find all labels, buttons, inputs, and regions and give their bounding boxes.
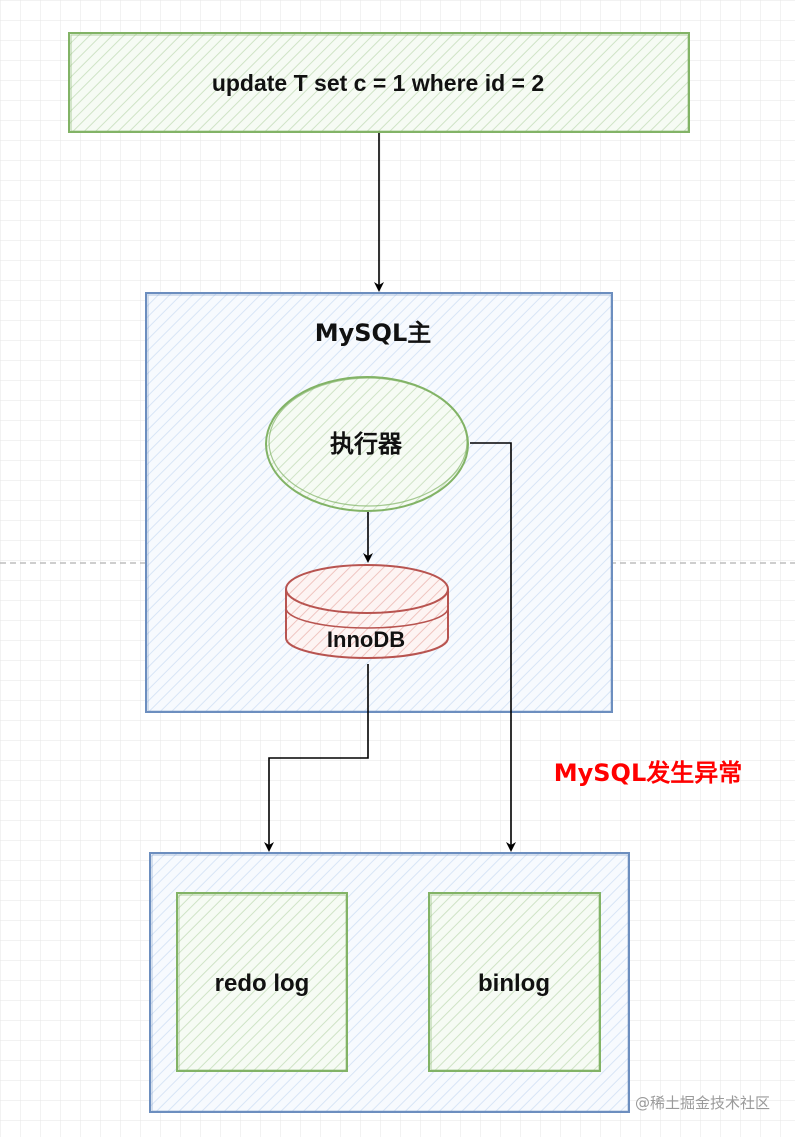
- innodb-cylinder[interactable]: InnoDB: [285, 564, 449, 659]
- mysql-master-title: MySQL主: [315, 319, 432, 347]
- binlog-label: binlog: [478, 970, 550, 997]
- arrow-innodb-to-redo-log: [264, 664, 369, 852]
- sql-statement-box[interactable]: update T set c = 1 where id = 2: [68, 32, 690, 133]
- redo-log-label: redo log: [215, 970, 310, 997]
- innodb-label: InnoDB: [327, 627, 405, 652]
- failure-note: MySQL发生异常: [554, 759, 743, 787]
- executor-label: 执行器: [330, 430, 403, 458]
- executor-node[interactable]: 执行器: [265, 376, 469, 512]
- watermark-text: @稀土掘金技术社区: [635, 1094, 770, 1112]
- binlog-box[interactable]: binlog: [428, 892, 601, 1072]
- redo-log-box[interactable]: redo log: [176, 892, 348, 1072]
- arrow-executor-to-binlog: [470, 442, 516, 852]
- sql-statement-text: update T set c = 1 where id = 2: [212, 70, 544, 96]
